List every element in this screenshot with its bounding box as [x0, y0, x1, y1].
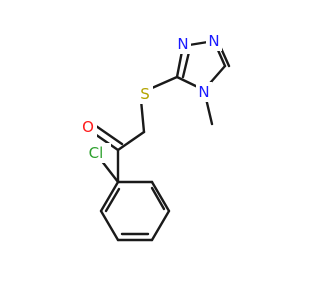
bond-carbonyl-ch2 [116, 130, 146, 152]
bond-c3-n2-double [181, 50, 191, 79]
atom-n-top-right: N [206, 31, 222, 51]
atom-label-cl: Cl [89, 144, 104, 162]
atom-n-top-left: N [175, 34, 191, 54]
atom-s: S [137, 84, 153, 104]
atom-label-s: S [140, 85, 150, 103]
atom-n-methyl: N [196, 82, 212, 102]
atom-cl: Cl [83, 143, 111, 163]
bond-ch2-s [139, 98, 146, 134]
bond-s-c3 [150, 75, 179, 90]
atom-label-n1: N [208, 32, 219, 50]
atom-o: O [79, 117, 97, 137]
bond-ring-b [150, 180, 171, 213]
molecule-structure: Cl O S N N N [79, 31, 231, 242]
bond-carbonyl-o-2 [94, 124, 124, 146]
atom-label-n4: N [198, 83, 209, 101]
bond-ring-f [99, 180, 120, 213]
atom-label-o: O [82, 118, 94, 136]
bond-ring-cl [99, 158, 120, 184]
bond-ring-double-1 [150, 186, 166, 211]
bond-ring-double-3 [104, 187, 121, 213]
bond-ring-c [150, 209, 171, 242]
bond-ring-e [99, 209, 120, 242]
benzene-ring [99, 180, 171, 242]
atom-label-n2: N [177, 35, 188, 53]
